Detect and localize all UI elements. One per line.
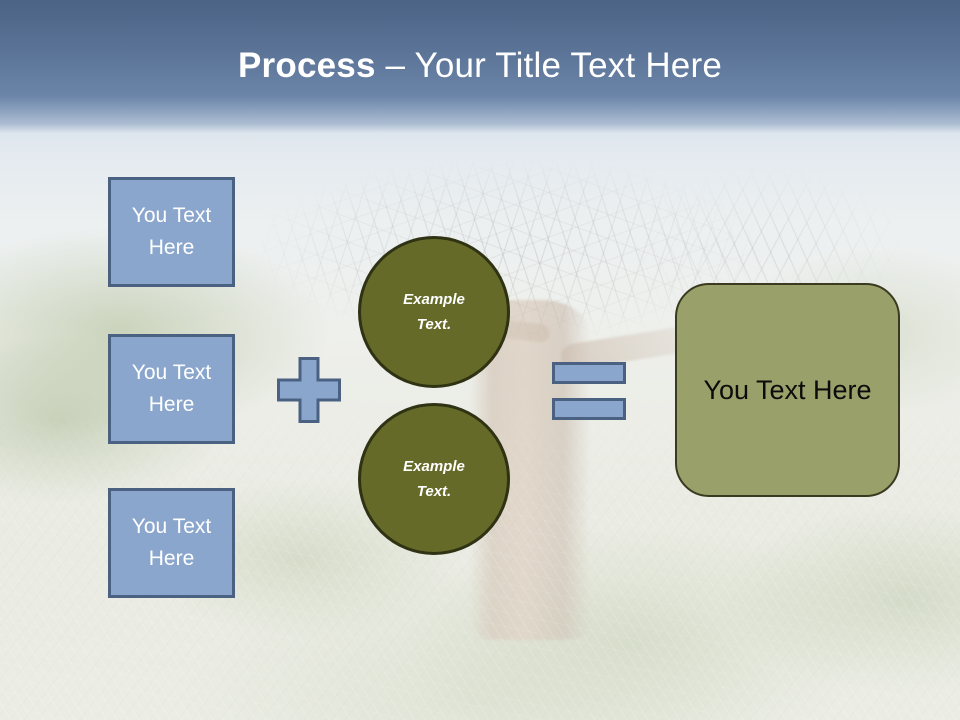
title-banner bbox=[0, 0, 960, 133]
input-box-1-line2: Here bbox=[148, 236, 195, 259]
input-box-2[interactable]: You Text Here bbox=[108, 334, 235, 444]
input-box-2-text: You Text Here bbox=[111, 357, 232, 421]
input-box-3-line1: You Text bbox=[131, 515, 212, 538]
page-title-strong: Process bbox=[238, 46, 376, 85]
example-circle-2-line2: Text. bbox=[416, 483, 452, 500]
result-box-text: You Text Here bbox=[703, 374, 872, 405]
input-box-3-line2: Here bbox=[148, 547, 195, 570]
example-circle-2[interactable]: Example Text. bbox=[358, 403, 510, 555]
example-circle-1-line2: Text. bbox=[416, 316, 452, 333]
example-circle-2-text: Example Text. bbox=[403, 454, 465, 504]
example-circle-1-line1: Example bbox=[403, 291, 465, 308]
input-box-2-line2: Here bbox=[148, 393, 195, 416]
input-box-1-line1: You Text bbox=[131, 204, 212, 227]
equals-sign-bar-bottom bbox=[552, 398, 626, 420]
result-box[interactable]: You Text Here bbox=[675, 283, 900, 497]
equals-sign-bar-top bbox=[552, 362, 626, 384]
input-box-1-text: You Text Here bbox=[111, 200, 232, 264]
input-box-3[interactable]: You Text Here bbox=[108, 488, 235, 598]
page-title-rest: – Your Title Text Here bbox=[375, 46, 722, 85]
equals-sign-icon bbox=[552, 362, 626, 420]
input-box-1[interactable]: You Text Here bbox=[108, 177, 235, 287]
input-box-2-line1: You Text bbox=[131, 361, 212, 384]
plus-sign-icon bbox=[277, 357, 341, 423]
page-title: Process – Your Title Text Here bbox=[0, 44, 960, 88]
example-circle-1[interactable]: Example Text. bbox=[358, 236, 510, 388]
example-circle-1-text: Example Text. bbox=[403, 287, 465, 337]
example-circle-2-line1: Example bbox=[403, 458, 465, 475]
input-box-3-text: You Text Here bbox=[111, 511, 232, 575]
